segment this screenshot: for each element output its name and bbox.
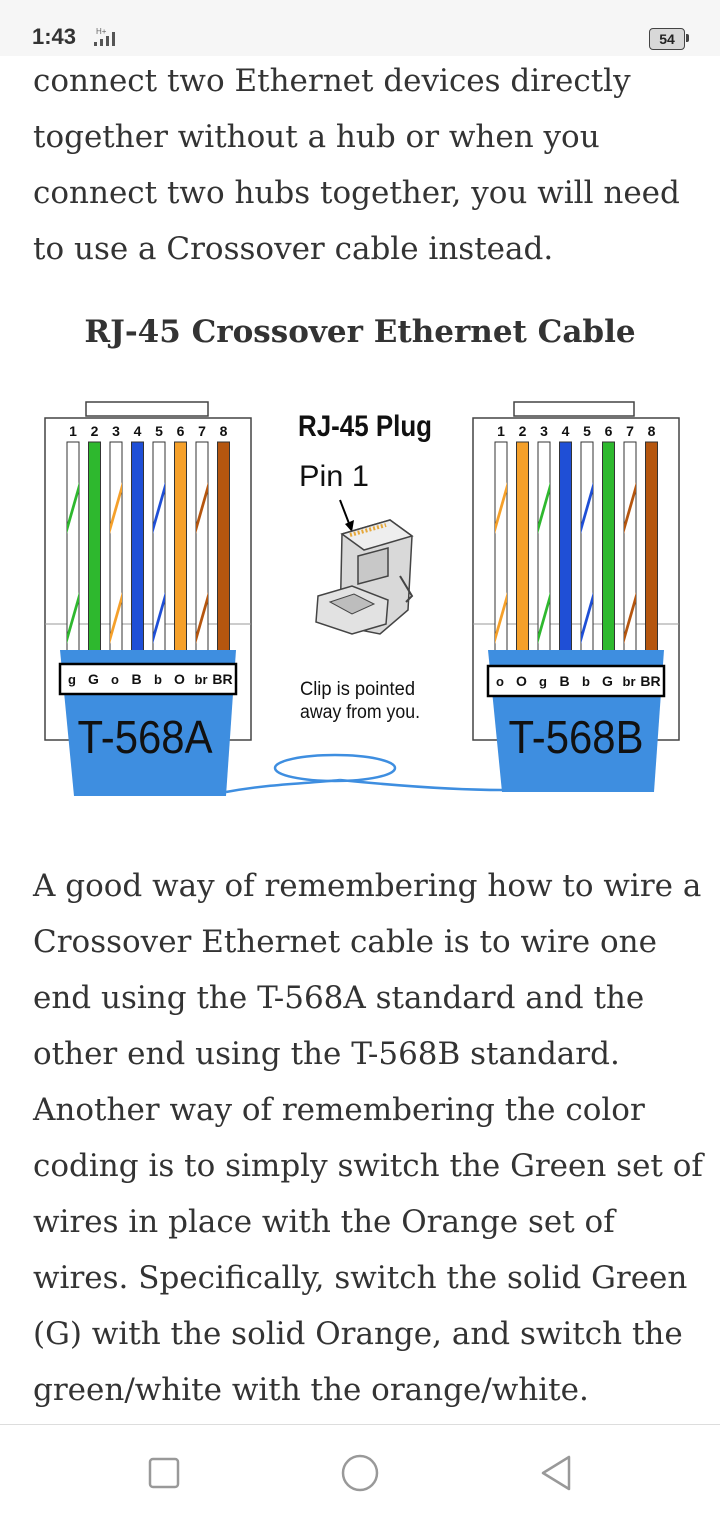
body-line: end using the T-568A standard and the (33, 980, 645, 1016)
pin-number: 4 (562, 423, 570, 439)
wire (602, 441, 615, 653)
color-code: o (111, 672, 119, 687)
body-line: A good way of remembering how to wire a (33, 868, 702, 904)
network-type: H+ (96, 27, 107, 36)
pin-number: 1 (69, 423, 77, 439)
color-code: b (582, 674, 590, 689)
intro-line: together without a hub or when you (33, 119, 600, 155)
back-button[interactable] (536, 1453, 576, 1493)
cable-loop (273, 753, 397, 783)
pin-number: 7 (198, 423, 206, 439)
wire (559, 441, 572, 653)
pin-number: 6 (605, 423, 613, 439)
color-code: g (539, 674, 547, 689)
wire (131, 441, 144, 653)
pin-number: 5 (155, 423, 163, 439)
color-code: G (602, 673, 613, 689)
color-code: br (623, 674, 636, 689)
pin-number: 7 (626, 423, 634, 439)
pin-number: 4 (134, 423, 142, 439)
plug-title: RJ-45 Plug (298, 410, 432, 443)
wire (494, 441, 508, 653)
color-code: O (516, 673, 527, 689)
body-line: Another way of remembering the color (33, 1092, 645, 1128)
left-code-box (58, 662, 238, 696)
pin-number: 6 (177, 423, 185, 439)
body-line: wires. Specifically, switch the solid Gr… (33, 1260, 688, 1296)
pin-number: 3 (112, 423, 120, 439)
navigation-bar (0, 1424, 720, 1521)
color-code: br (195, 672, 208, 687)
wire (152, 441, 166, 653)
wire (195, 441, 209, 653)
pin-number: 3 (540, 423, 548, 439)
signal-icon: H+ (94, 27, 115, 46)
color-code: O (174, 671, 185, 687)
color-code: BR (640, 673, 660, 689)
body-line: Crossover Ethernet cable is to wire one (33, 924, 657, 960)
wire (516, 441, 529, 653)
triangle-back-icon (541, 1455, 571, 1491)
wire (537, 441, 551, 653)
body-line: wires in place with the Orange set of (33, 1204, 615, 1240)
right-code-box (486, 664, 666, 698)
section-heading: RJ-45 Crossover Ethernet Cable (84, 314, 636, 350)
status-bar: 1:43 H+ 54 (0, 0, 720, 56)
status-time: 1:43 (32, 24, 77, 49)
battery-tip (686, 34, 689, 42)
wire (109, 441, 123, 653)
rj45-plug-icon (315, 519, 414, 635)
wire (66, 441, 80, 653)
pin-number: 2 (519, 423, 527, 439)
body-line: coding is to simply switch the Green set… (33, 1148, 703, 1184)
wire (645, 441, 658, 653)
intro-paragraph: connect two Ethernet devices directly to… (33, 53, 680, 277)
pin-number: 1 (497, 423, 505, 439)
color-code: B (559, 673, 569, 689)
color-code: o (496, 674, 504, 689)
clip-note-line2: away from you. (300, 702, 420, 723)
clip-note-line1: Clip is pointed (300, 679, 415, 700)
body-paragraph: A good way of remembering how to wire a … (33, 858, 703, 1418)
body-line: green/white with the orange/white. (33, 1372, 589, 1408)
color-code: BR (212, 671, 232, 687)
wire (580, 441, 594, 653)
cable-right (339, 778, 503, 792)
color-code: b (154, 672, 162, 687)
wire (174, 441, 187, 653)
intro-line: to use a Crossover cable instead. (33, 231, 554, 267)
left-standard-label: T-568A (78, 711, 213, 763)
wire (217, 441, 230, 653)
home-button[interactable] (340, 1453, 380, 1493)
pin-number: 8 (648, 423, 656, 439)
pin-number: 2 (91, 423, 99, 439)
intro-line: connect two Ethernet devices directly (33, 63, 631, 99)
intro-line: connect two hubs together, you will need (33, 175, 680, 211)
color-code: g (68, 672, 76, 687)
battery-icon: 54 (649, 28, 685, 50)
color-code: B (131, 671, 141, 687)
pin-number: 8 (220, 423, 228, 439)
wire (623, 441, 637, 653)
square-icon (148, 1457, 180, 1489)
wire (88, 441, 101, 653)
pin-number: 5 (583, 423, 591, 439)
color-code: G (88, 671, 99, 687)
pin-label: Pin 1 (299, 460, 369, 493)
circle-icon (341, 1454, 379, 1492)
recents-button[interactable] (144, 1453, 184, 1493)
right-standard-label: T-568B (509, 711, 644, 763)
body-line: other end using the T-568B standard. (33, 1036, 620, 1072)
body-line: (G) with the solid Orange, and switch th… (33, 1316, 683, 1352)
